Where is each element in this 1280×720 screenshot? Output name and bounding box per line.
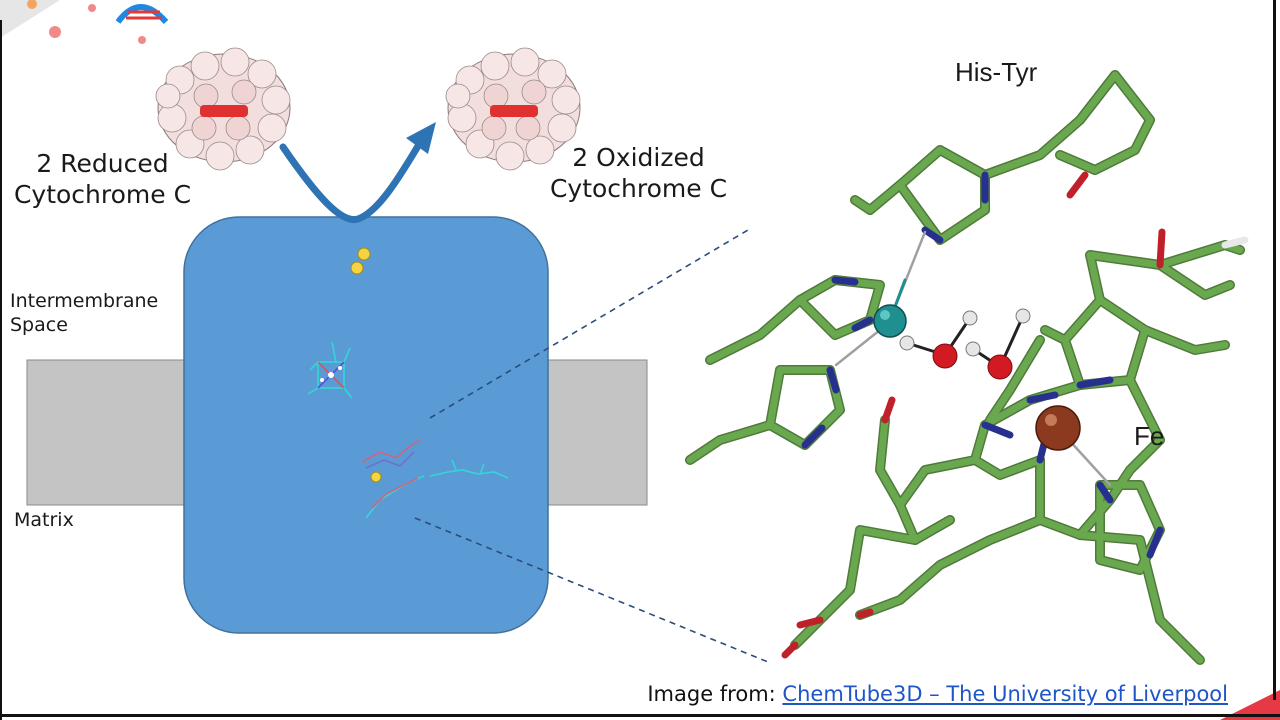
heme-a3-small <box>361 439 509 519</box>
his-tyr-label: His-Tyr <box>955 57 1038 87</box>
copper-a-atoms <box>350 247 371 275</box>
iron-atom <box>1035 405 1081 451</box>
heme-a-small <box>307 341 353 399</box>
oxidized-cytochrome-label: 2 Oxidized Cytochrome C <box>546 142 731 205</box>
oxidase-complex <box>183 216 549 634</box>
membrane-right <box>544 359 648 506</box>
copper-b-atom <box>873 304 907 338</box>
credit-prefix: Image from: <box>647 682 783 706</box>
arrow-head-icon <box>406 122 436 154</box>
intermembrane-line2: Space <box>10 313 68 336</box>
image-credit: Image from: ChemTube3D – The University … <box>647 682 1228 706</box>
intermembrane-space-label: Intermembrane Space <box>10 290 158 338</box>
zoom-line-bottom <box>414 517 769 663</box>
fe-label: Fe <box>1134 421 1165 451</box>
membrane-left <box>26 359 188 506</box>
intermembrane-line1: Intermembrane <box>10 290 159 312</box>
bottom-border <box>0 714 1280 717</box>
reduced-label-line2: Cytochrome C <box>13 180 192 210</box>
logo-icon <box>0 0 169 44</box>
oxidized-label-line2: Cytochrome C <box>549 174 728 204</box>
reduced-cytochrome-protein <box>155 47 291 171</box>
matrix-label: Matrix <box>14 509 74 531</box>
oxidized-cytochrome-protein <box>445 47 581 171</box>
corner-accent <box>1220 690 1280 720</box>
reduced-cytochrome-label: 2 Reduced Cytochrome C <box>10 148 195 211</box>
credit-link[interactable]: ChemTube3D – The University of Liverpool <box>782 682 1228 706</box>
electron-transfer-arrow <box>279 132 428 224</box>
right-border <box>1273 0 1276 700</box>
binuclear-center-structure <box>685 70 1249 665</box>
left-border <box>0 20 2 720</box>
oxidized-label-line1: 2 Oxidized <box>572 143 705 172</box>
reduced-label-line1: 2 Reduced <box>36 149 169 178</box>
